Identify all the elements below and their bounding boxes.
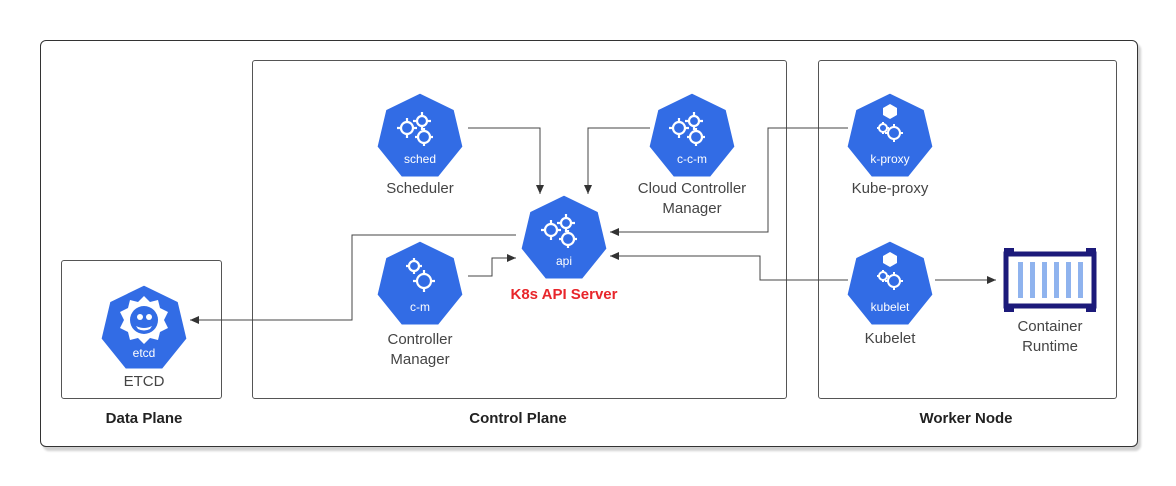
cloud-controller-manager-node[interactable]: c-c-m: [644, 88, 740, 184]
kproxy-tag: k-proxy: [870, 152, 910, 166]
kubelet-tag: kubelet: [870, 300, 910, 314]
etcd-tag: etcd: [132, 346, 156, 360]
kube-proxy-node[interactable]: k-proxy: [842, 88, 938, 184]
control-plane-label: Control Plane: [469, 410, 567, 427]
cm-tag: c-m: [410, 300, 430, 314]
worker-node-label: Worker Node: [919, 410, 1013, 427]
runtime-caption-line1: Container: [1017, 318, 1083, 335]
scheduler-node[interactable]: sched: [372, 88, 468, 184]
api-tag: api: [555, 254, 572, 268]
cm-caption-line2: Manager: [390, 351, 450, 368]
etcd-caption: ETCD: [123, 373, 165, 390]
api-server-node[interactable]: api: [516, 190, 612, 286]
kubelet-heptagon-icon: [844, 238, 936, 328]
etcd-heptagon-icon: [98, 282, 190, 372]
kproxy-heptagon-icon: [844, 90, 936, 180]
api-heptagon-icon: [518, 192, 610, 282]
ccm-caption-line2: Manager: [662, 200, 722, 217]
data-plane-label: Data Plane: [105, 410, 183, 427]
kproxy-to-api-connector: [610, 127, 848, 236]
api-server-title: K8s API Server: [510, 286, 618, 303]
api-to-etcd-connector: [190, 234, 516, 324]
ccm-to-api-connector: [584, 127, 650, 194]
kubelet-api-connector: [610, 252, 848, 281]
scheduler-tag: sched: [403, 152, 437, 166]
ccm-tag: c-c-m: [677, 152, 707, 166]
controller-manager-node[interactable]: c-m: [372, 236, 468, 332]
cm-caption-line1: Controller: [387, 331, 453, 348]
runtime-caption-line2: Runtime: [1022, 338, 1078, 355]
kproxy-caption: Kube-proxy: [851, 180, 929, 197]
scheduler-heptagon-icon: [374, 90, 466, 180]
ccm-caption-line1: Cloud Controller: [637, 180, 747, 197]
scheduler-to-api-connector: [468, 127, 544, 194]
kubelet-caption: Kubelet: [864, 330, 916, 347]
container-runtime-node[interactable]: [1000, 248, 1100, 312]
ccm-heptagon-icon: [646, 90, 738, 180]
scheduler-caption: Scheduler: [386, 180, 454, 197]
container-icon: [1003, 248, 1097, 312]
etcd-node[interactable]: etcd: [96, 280, 192, 376]
cm-to-api-connector: [468, 254, 516, 277]
cm-heptagon-icon: [374, 238, 466, 328]
kubelet-node[interactable]: kubelet: [842, 236, 938, 332]
